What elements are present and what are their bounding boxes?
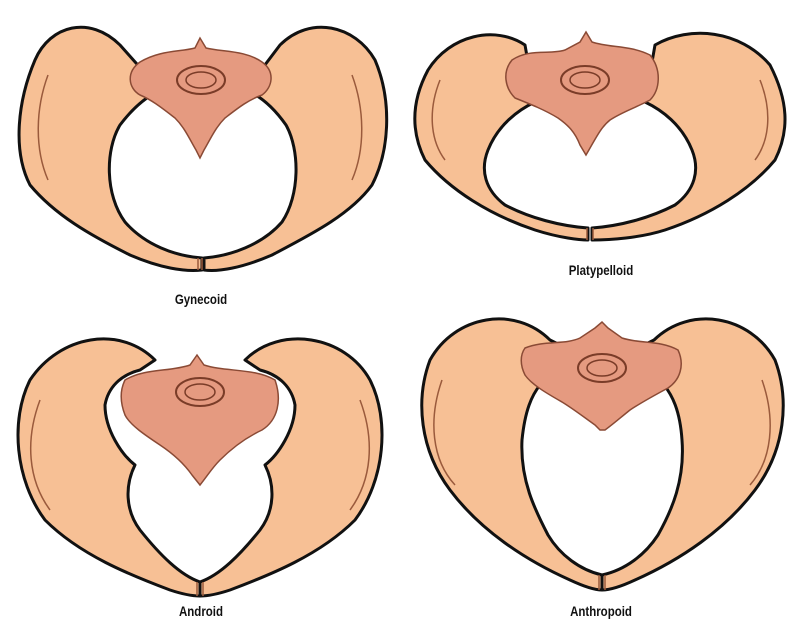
panel-android: Android <box>0 320 400 635</box>
panel-platypelloid: Platypelloid <box>400 0 800 300</box>
panel-gynecoid: Gynecoid <box>0 0 400 320</box>
android-pelvis-illustration <box>16 337 384 598</box>
platypelloid-pelvis-illustration <box>413 30 787 242</box>
label-android: Android <box>179 603 223 619</box>
anthropoid-pelvis-illustration <box>420 317 785 592</box>
panel-anthropoid: Anthropoid <box>400 300 800 635</box>
label-platypelloid: Platypelloid <box>568 262 634 278</box>
label-anthropoid: Anthropoid <box>570 603 632 619</box>
gynecoid-pelvis-illustration <box>17 25 389 272</box>
label-gynecoid: Gynecoid <box>174 291 228 307</box>
